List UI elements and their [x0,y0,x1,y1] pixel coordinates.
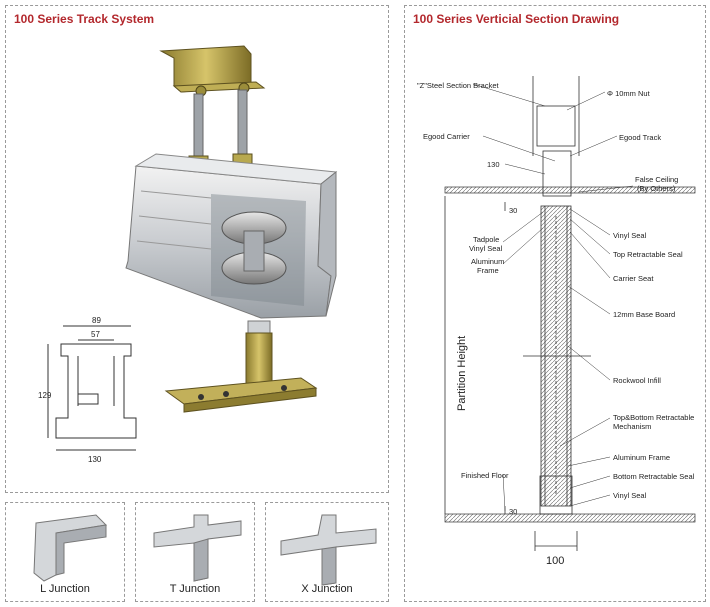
carrier-spindle [164,320,318,413]
label-base-board: 12mm Base Board [613,310,675,319]
l-junction-label: L Junction [40,583,90,595]
x-junction-label: X Junction [301,583,353,595]
partition-section [444,76,591,551]
leader-lines [472,83,634,512]
label-tb-mechanism-1: Top&Bottom Retractable [613,413,694,422]
junction-panel-x: X Junction [265,502,389,602]
label-nut: Φ 10mm Nut [607,89,651,98]
label-30-bottom: 30 [509,507,517,516]
label-aluminum-1: Aluminum [471,257,504,266]
label-top-retractable-seal: Top Retractable Seal [613,250,683,259]
t-junction-icon [153,514,242,582]
label-130: 130 [487,160,500,169]
ceiling-slab [444,186,696,194]
section-drawing-panel: 100 Series Verticial Section Drawing [404,5,706,602]
x-junction-icon [280,514,377,586]
label-vinyl-seal-bottom: Vinyl Seal [613,491,647,500]
track-system-title: 100 Series Track System [14,12,155,26]
profile-dim-inner: 57 [91,330,100,339]
label-z-bracket: "Z"Steel Section Bracket [417,81,500,90]
section-drawing-title: 100 Series Verticial Section Drawing [413,12,620,26]
label-100: 100 [546,555,564,567]
label-false-ceiling-1: False Ceiling [635,175,678,184]
t-junction-label: T Junction [169,583,221,595]
threaded-rods [188,89,253,167]
l-junction-icon [33,514,108,582]
label-aluminum-2: Frame [477,266,499,275]
junction-panel-l: L Junction [5,502,125,602]
floor-slab [444,513,696,523]
junction-panel-t: T Junction [135,502,255,602]
section-drawing: "Z"Steel Section Bracket Φ 10mm Nut Egoo… [417,76,696,567]
label-egood-carrier: Egood Carrier [423,132,470,141]
carrier-wheels [221,211,287,285]
track-system-panel: 100 Series Track System [5,5,389,493]
label-egood-track: Egood Track [619,133,661,142]
profile-dim-height: 129 [38,391,52,400]
label-tadpole-2: Vinyl Seal [469,244,503,253]
label-carrier-seat: Carrier Seat [613,274,654,283]
profile-dim-top: 89 [92,316,101,325]
label-vinyl-seal-top: Vinyl Seal [613,231,647,240]
label-aluminum-frame: Aluminum Frame [613,453,670,462]
label-30-top: 30 [509,206,517,215]
label-partition-height: Partition Height [456,336,468,411]
label-false-ceiling-2: (By Others) [637,184,676,193]
label-bottom-retractable-seal: Bottom Retractable Seal [613,472,695,481]
label-rockwool: Rockwool Infill [613,376,661,385]
label-finished-floor: Finished Floor [461,471,509,480]
track-profile-drawing [47,325,137,451]
track-system-illustration: 89 57 129 130 [38,45,338,464]
label-tadpole-1: Tadpole [473,235,499,244]
profile-dim-bottom: 130 [88,455,102,464]
label-tb-mechanism-2: Mechanism [613,422,651,431]
z-bracket-part [159,45,266,97]
